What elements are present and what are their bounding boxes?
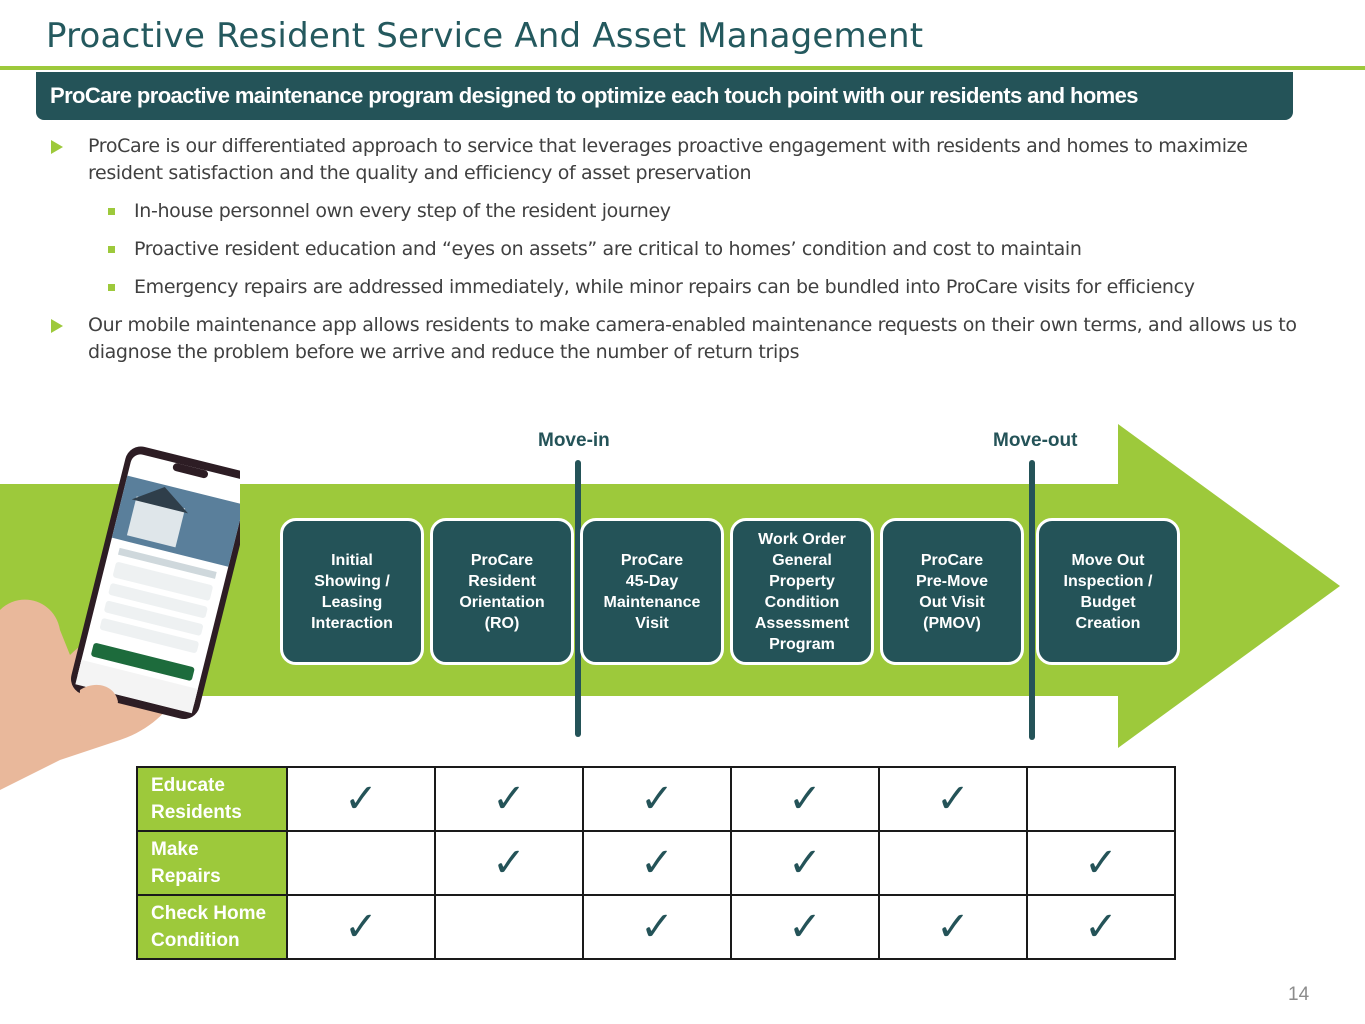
square-bullet-icon bbox=[108, 246, 115, 253]
matrix-cell bbox=[1026, 766, 1176, 832]
step-pre-move-out-visit: ProCare Pre-Move Out Visit (PMOV) bbox=[880, 518, 1024, 665]
sub-bullet-text: Proactive resident education and “eyes o… bbox=[134, 238, 1082, 260]
step-initial-showing: Initial Showing / Leasing Interaction bbox=[280, 518, 424, 665]
matrix-cell bbox=[434, 894, 584, 960]
page-title: Proactive Resident Service And Asset Man… bbox=[46, 16, 924, 56]
move-in-label: Move-in bbox=[538, 430, 610, 451]
matrix-cell: ✓ bbox=[286, 894, 436, 960]
matrix-cell: ✓ bbox=[582, 830, 732, 896]
matrix-cell: ✓ bbox=[582, 766, 732, 832]
bullet-item: Our mobile maintenance app allows reside… bbox=[46, 312, 1316, 366]
sub-bullet-text: Emergency repairs are addressed immediat… bbox=[134, 276, 1195, 298]
matrix-cell: ✓ bbox=[582, 894, 732, 960]
checkmark-icon: ✓ bbox=[492, 840, 526, 886]
matrix-cell bbox=[286, 830, 436, 896]
matrix-cell: ✓ bbox=[730, 894, 880, 960]
checkmark-icon: ✓ bbox=[788, 904, 822, 950]
matrix-cell: ✓ bbox=[730, 830, 880, 896]
hand-phone-icon bbox=[0, 446, 254, 790]
sub-bullet-item: Emergency repairs are addressed immediat… bbox=[46, 274, 1316, 301]
bullet-text: Our mobile maintenance app allows reside… bbox=[88, 314, 1297, 363]
checkmark-icon: ✓ bbox=[640, 904, 674, 950]
bullet-list: ProCare is our differentiated approach t… bbox=[46, 133, 1316, 377]
step-work-order-assessment: Work Order General Property Condition As… bbox=[730, 518, 874, 665]
matrix-row: Check Home Condition ✓ ✓ ✓ ✓ ✓ bbox=[136, 894, 1176, 960]
checkmark-icon: ✓ bbox=[1084, 840, 1118, 886]
matrix-cell: ✓ bbox=[1026, 894, 1176, 960]
triangle-bullet-icon bbox=[51, 140, 63, 154]
bullet-text: ProCare is our differentiated approach t… bbox=[88, 135, 1248, 184]
page-number: 14 bbox=[1288, 984, 1310, 1005]
checkmark-icon: ✓ bbox=[640, 776, 674, 822]
matrix-row-label: Make Repairs bbox=[136, 830, 288, 896]
checkmark-icon: ✓ bbox=[936, 904, 970, 950]
matrix-cell: ✓ bbox=[730, 766, 880, 832]
step-move-out-inspection: Move Out Inspection / Budget Creation bbox=[1036, 518, 1180, 665]
checkmark-icon: ✓ bbox=[640, 840, 674, 886]
sub-bullet-item: In-house personnel own every step of the… bbox=[46, 198, 1316, 225]
move-out-label: Move-out bbox=[993, 430, 1078, 451]
checkmark-icon: ✓ bbox=[344, 904, 378, 950]
title-divider bbox=[0, 66, 1365, 70]
checkmark-icon: ✓ bbox=[788, 776, 822, 822]
matrix-row-label: Educate Residents bbox=[136, 766, 288, 832]
checkmark-icon: ✓ bbox=[788, 840, 822, 886]
checkmark-icon: ✓ bbox=[1084, 904, 1118, 950]
sub-bullet-item: Proactive resident education and “eyes o… bbox=[46, 236, 1316, 263]
square-bullet-icon bbox=[108, 284, 115, 291]
matrix-row: Make Repairs ✓ ✓ ✓ ✓ bbox=[136, 830, 1176, 896]
sub-bullet-text: In-house personnel own every step of the… bbox=[134, 200, 671, 222]
step-resident-orientation: ProCare Resident Orientation (RO) bbox=[430, 518, 574, 665]
matrix-cell: ✓ bbox=[434, 766, 584, 832]
checkmark-icon: ✓ bbox=[344, 776, 378, 822]
triangle-bullet-icon bbox=[51, 319, 63, 333]
bullet-item: ProCare is our differentiated approach t… bbox=[46, 133, 1316, 187]
matrix-cell: ✓ bbox=[878, 894, 1028, 960]
banner-heading: ProCare proactive maintenance program de… bbox=[36, 72, 1293, 120]
square-bullet-icon bbox=[108, 208, 115, 215]
move-out-marker-line bbox=[1029, 460, 1035, 740]
activity-matrix: Educate Residents✓✓✓✓✓Make Repairs✓✓✓✓Ch… bbox=[136, 766, 1176, 960]
step-45-day-visit: ProCare 45-Day Maintenance Visit bbox=[580, 518, 724, 665]
checkmark-icon: ✓ bbox=[492, 776, 526, 822]
matrix-cell bbox=[878, 830, 1028, 896]
move-in-marker-line bbox=[575, 460, 581, 737]
matrix-cell: ✓ bbox=[1026, 830, 1176, 896]
matrix-cell: ✓ bbox=[434, 830, 584, 896]
checkmark-icon: ✓ bbox=[936, 776, 970, 822]
journey-arrow-head bbox=[1118, 424, 1340, 748]
matrix-row-label: Check Home Condition bbox=[136, 894, 288, 960]
matrix-cell: ✓ bbox=[286, 766, 436, 832]
matrix-row: Educate Residents ✓ ✓ ✓ ✓ ✓ bbox=[136, 766, 1176, 832]
mobile-app-illustration bbox=[0, 440, 254, 800]
matrix-cell: ✓ bbox=[878, 766, 1028, 832]
